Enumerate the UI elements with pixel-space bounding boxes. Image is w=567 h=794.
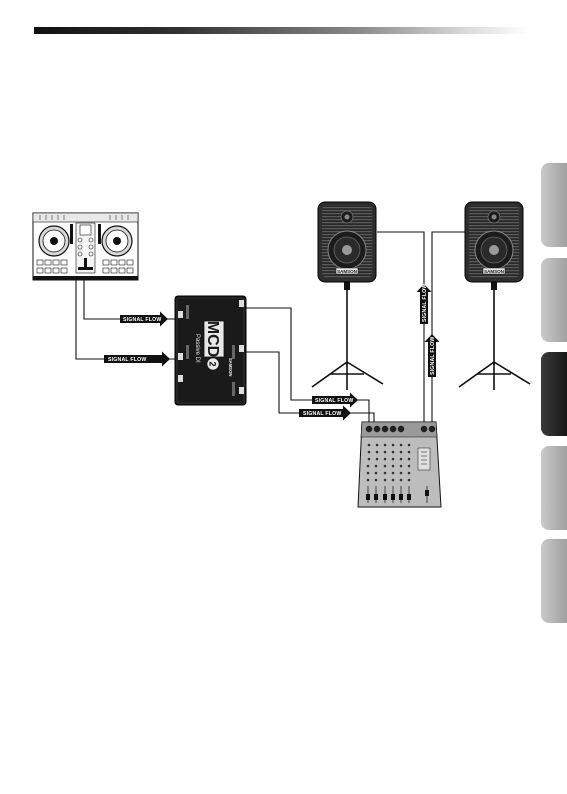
signal-flow-label: SIGNAL FLOW — [430, 337, 436, 375]
signal-flow-arrow: SIGNAL FLOW — [120, 312, 168, 327]
signal-flow-arrow: SIGNAL FLOW — [417, 284, 432, 324]
signal-flow-label: SIGNAL FLOW — [303, 411, 341, 417]
mixer — [358, 422, 441, 507]
signal-flow-label: SIGNAL FLOW — [123, 317, 161, 323]
speaker-left: SAMSON — [312, 202, 383, 390]
signal-flow-label: SIGNAL FLOW — [422, 284, 428, 322]
signal-flow-arrow: SIGNAL FLOW — [312, 393, 358, 408]
dj-controller — [33, 213, 138, 280]
direct-box-brand: SAMSON — [228, 358, 233, 376]
speaker-right: SAMSON — [459, 202, 530, 390]
signal-flow-arrow: SIGNAL FLOW — [425, 334, 440, 377]
signal-flow-arrow: SIGNAL FLOW — [104, 352, 170, 367]
signal-flow-label: SIGNAL FLOW — [315, 398, 353, 404]
speaker-brand: SAMSON — [337, 269, 357, 274]
signal-flow-arrow: SIGNAL FLOW — [299, 406, 351, 421]
direct-box-subtitle: Passive DI — [194, 334, 200, 363]
direct-box-model-number: 2 — [208, 361, 218, 366]
speaker-brand: SAMSON — [484, 269, 504, 274]
direct-box-model: MCD — [204, 321, 221, 357]
direct-box: MCD 2 Passive DI SAMSON — [175, 296, 246, 405]
signal-flow-label: SIGNAL FLOW — [108, 357, 146, 363]
